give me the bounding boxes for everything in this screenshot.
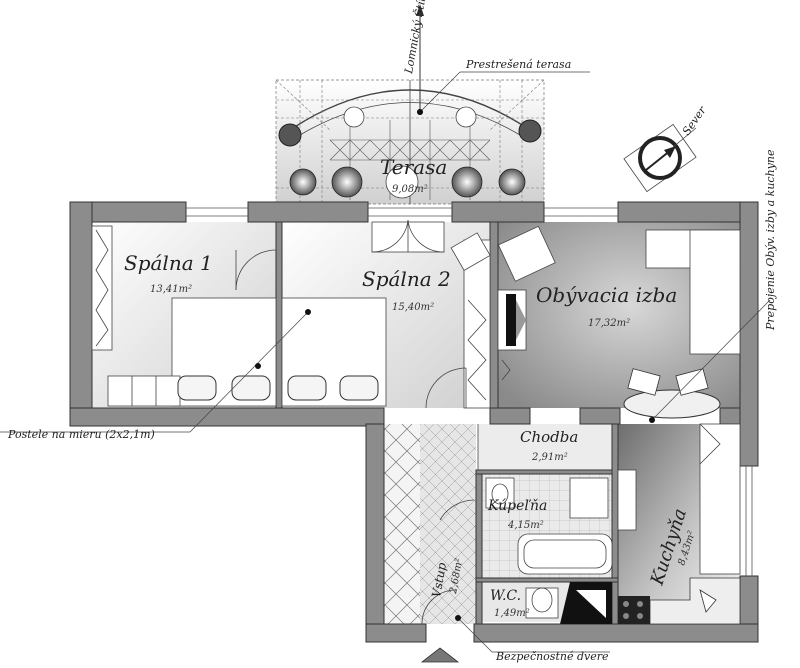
terrace [275, 79, 545, 205]
room-name-spalna1: Spálna 1 [124, 251, 213, 275]
room-name-terasa: Terasa [380, 155, 447, 179]
walls [69, 201, 759, 643]
room-area-spalna2: 15,40m² [392, 302, 434, 313]
annotation-lomnicky: Lomnický Štít [401, 0, 429, 76]
room-name-wc: W.C. [490, 588, 521, 604]
room-area-obyvacia: 17,32m² [588, 318, 630, 329]
bedroom1-furniture [91, 225, 277, 407]
annotation-terrace-roof: Prestrešená terasa [465, 58, 571, 71]
room-name-vstup: Vstup [429, 561, 449, 598]
room-name-spalna2: Spálna 2 [362, 267, 451, 291]
north-arrow-lomnicky [416, 4, 424, 110]
annotation-connection: Prepojenie Obýv. izby a kuchyne [764, 149, 777, 331]
leader-lines [0, 71, 771, 663]
kitchen-furniture [477, 423, 741, 625]
annotation-sever: Sever [680, 103, 709, 137]
room-area-wc: 1,49m² [494, 608, 530, 619]
annotation-beds: Postele na mieru (2x2,1m) [7, 428, 155, 441]
room-area-chodba: 2,91m² [531, 452, 568, 463]
annotation-door: Bezpečnostné dvere [495, 650, 609, 663]
room-area-kupelna: 4,15m² [507, 520, 544, 531]
room-area-terasa: 9,08m² [392, 184, 428, 195]
bedroom2-furniture [281, 219, 491, 409]
room-name-obyvacia: Obývacia izba [536, 283, 677, 307]
room-name-chodba: Chodba [520, 428, 578, 446]
bathroom-furniture [421, 477, 613, 625]
labels: Terasa 9,08m² Spálna 1 13,41m² Spálna 2 … [7, 0, 777, 663]
room-name-kupelna: Kúpeľňa [487, 498, 547, 514]
room-area-spalna1: 13,41m² [150, 284, 192, 295]
living-furniture [497, 225, 741, 419]
compass-sever [623, 123, 697, 193]
